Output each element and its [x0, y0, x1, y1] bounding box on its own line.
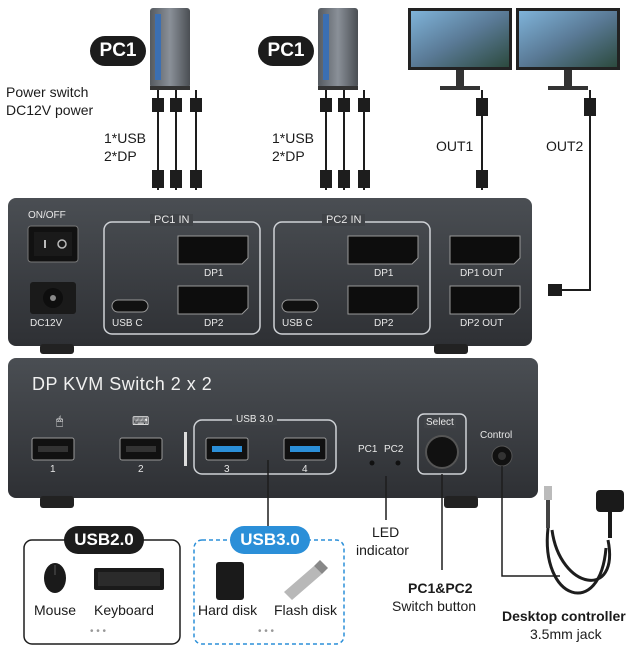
usb30-badge: USB3.0: [230, 526, 310, 554]
cable-left-line1: 1*USB: [104, 130, 147, 146]
cable-right-line1: 1*USB: [272, 130, 315, 146]
dp2-out-label: DP2 OUT: [460, 318, 504, 329]
dp2-a-label: DP2: [204, 318, 224, 329]
flash-disk-icon: [284, 560, 328, 600]
dp1-a-label: DP1: [204, 268, 224, 279]
port-1-label: 1: [50, 464, 56, 475]
usb30-header: USB 3.0: [232, 414, 278, 425]
pc1-in-label: PC1 IN: [150, 214, 194, 226]
usb-c-2-label: USB C: [282, 318, 313, 329]
switch-label-line2: Switch button: [392, 598, 477, 614]
keyboard-label: Keyboard: [94, 602, 154, 618]
control-label: Control: [480, 430, 513, 441]
led-label-line2: indicator: [356, 542, 409, 558]
mouse-port-icon: 🖱: [56, 414, 64, 428]
out1-label: OUT1: [436, 138, 474, 154]
mouse-label: Mouse: [34, 602, 77, 618]
rear-panel: [8, 198, 532, 354]
dp1-out-label: DP1 OUT: [460, 268, 504, 279]
power-label-line1: Power switch: [6, 84, 89, 100]
hard-disk-label: Hard disk: [198, 602, 258, 618]
leader-lines: [267, 460, 560, 577]
port-3-label: 3: [224, 464, 230, 475]
cable-connectors: [152, 98, 596, 296]
dp2-b-label: DP2: [374, 318, 394, 329]
power-label-line2: DC12V power: [6, 102, 94, 118]
port-2-label: 2: [138, 464, 144, 475]
controller-label-line1: Desktop controller: [502, 608, 626, 624]
pc-tower-right-icon: [318, 8, 358, 90]
pc2-led-label: PC2: [384, 444, 404, 455]
on-off-label: ON/OFF: [28, 210, 66, 221]
mouse-icon: [44, 563, 66, 593]
device-title: DP KVM Switch 2 x 2: [32, 374, 213, 394]
switch-label-line1: PC1&PC2: [408, 580, 473, 596]
cable-left-line2: 2*DP: [104, 148, 137, 164]
dp1-b-label: DP1: [374, 268, 394, 279]
pc1-led-label: PC1: [358, 444, 378, 455]
usb20-badge: USB2.0: [64, 526, 144, 554]
controller-label-line2: 3.5mm jack: [530, 626, 602, 642]
pc2-in-label: PC2 IN: [322, 214, 366, 226]
pc1-right-badge: PC1: [258, 36, 314, 66]
select-label: Select: [424, 417, 456, 428]
dc12v-label: DC12V: [30, 318, 63, 329]
usb30-more-dots: • • •: [258, 626, 275, 637]
usb20-more-dots: • • •: [90, 626, 107, 637]
flash-disk-label: Flash disk: [274, 602, 338, 618]
port-4-label: 4: [302, 464, 308, 475]
usb-c-1-label: USB C: [112, 318, 143, 329]
led-label-line1: LED: [372, 524, 400, 540]
cable-right-line2: 2*DP: [272, 148, 305, 164]
pc-tower-left-icon: [150, 8, 190, 90]
pc1-left-badge: PC1: [90, 36, 146, 66]
keyboard-port-icon: ⌨: [132, 414, 150, 428]
desktop-controller-icon: [544, 486, 624, 595]
monitor-right-icon: [516, 8, 620, 90]
monitor-left-icon: [408, 8, 512, 90]
out2-label: OUT2: [546, 138, 584, 154]
hard-disk-icon: [216, 562, 244, 600]
keyboard-icon: [94, 568, 164, 590]
